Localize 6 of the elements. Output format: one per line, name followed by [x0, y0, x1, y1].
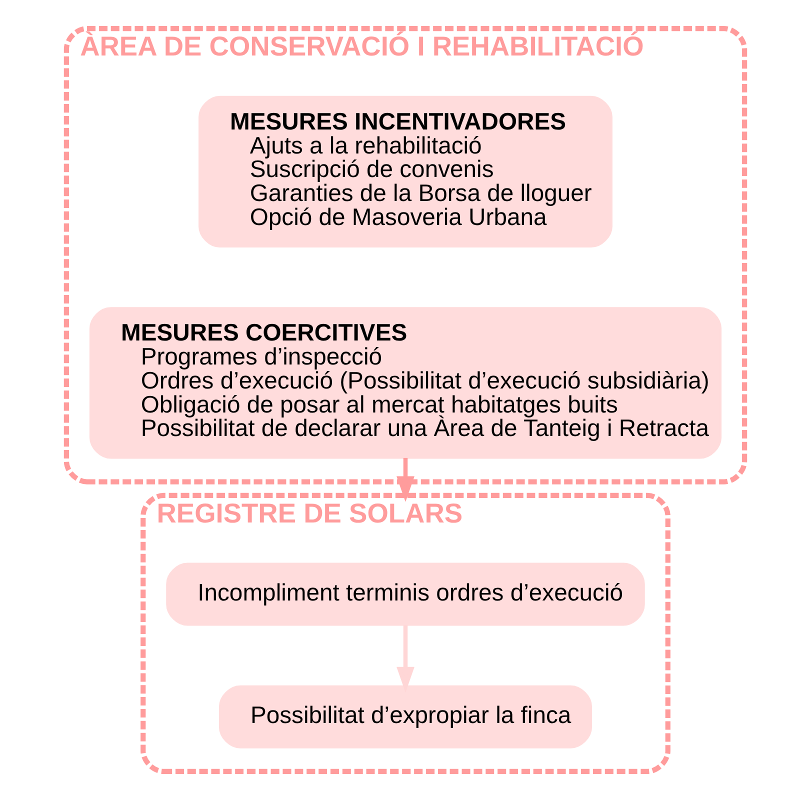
node-box: Incompliment terminis ordres d’execució	[166, 562, 645, 626]
arrow	[396, 625, 414, 693]
node-box: MESURES COERCITIVES Programes d’inspecció Ordres d’execució (Possibilitat d’execució subsidiària) Obligació de posar al mercat habitatges buits Possibilitat de declarar una Àrea de Tanteig i Retracta	[89, 307, 722, 459]
arrow	[396, 458, 414, 502]
node-box: MESURES INCENTIVADORES Ajuts a la rehabilitació Suscripció de convenis Garanties de la Borsa de lloguer Opció de Masoveria Urbana	[198, 96, 613, 248]
node-box: Possibilitat d’expropiar la finca	[218, 685, 592, 748]
